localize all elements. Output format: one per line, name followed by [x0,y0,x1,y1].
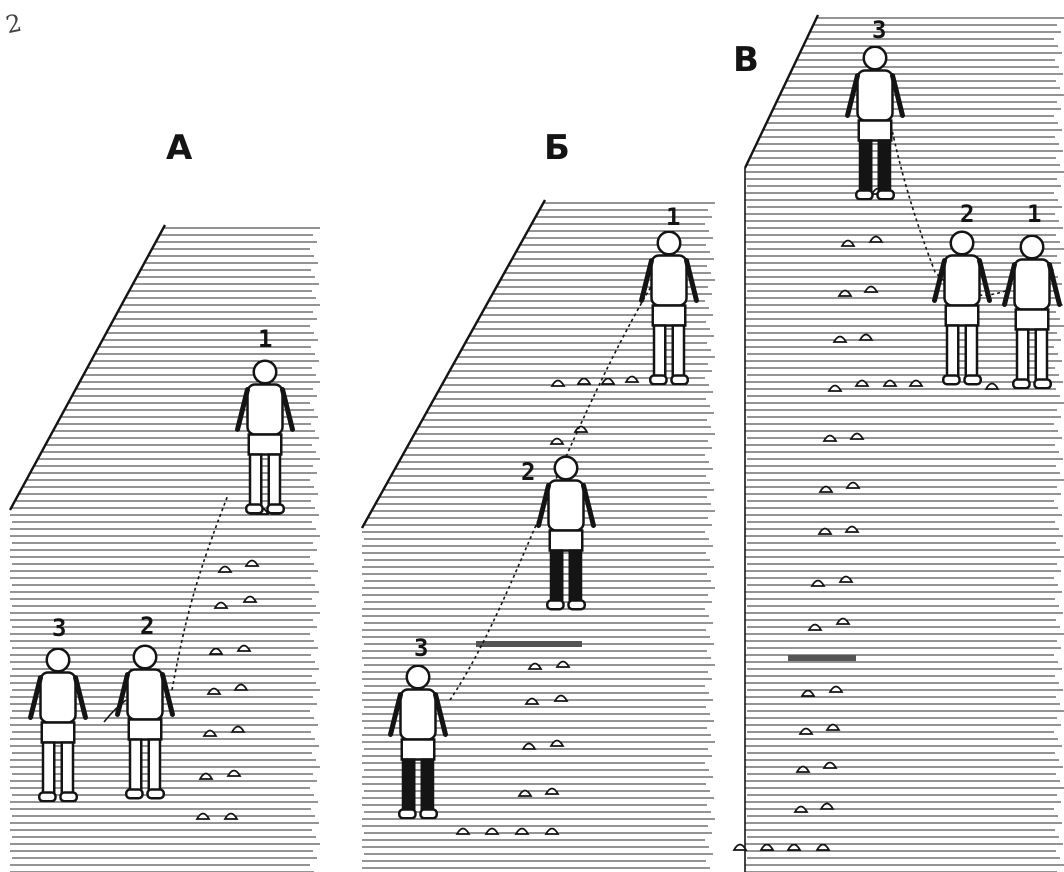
panel-title-a: А [166,128,193,168]
footstep [865,287,877,293]
belay-bar-v [788,655,856,661]
footstep [856,381,868,387]
footstep [860,335,872,341]
belay-bar-b [476,641,582,647]
footstep [847,483,859,489]
footsteps-a [197,509,268,820]
footstep [824,763,836,769]
footstep [800,729,812,735]
climber-number-a-1: 1 [258,325,272,353]
footstep [238,646,250,652]
climber-number-v-2: 2 [960,200,974,228]
footstep [244,597,256,603]
footstep [870,237,882,243]
footstep [215,603,227,609]
footstep [824,436,836,442]
footstep [204,731,216,737]
ridge-line-v [745,15,818,168]
slope-v [745,15,1064,872]
footstep [821,804,833,810]
footstep [232,727,244,733]
footstep [551,741,563,747]
footstep [812,581,824,587]
footstep [986,384,998,390]
footstep [602,379,614,385]
footstep [210,649,222,655]
footstep [846,527,858,533]
climber-number-v-3: 3 [872,16,886,44]
footstep [761,845,773,851]
climber-number-a-2: 2 [140,612,154,640]
footstep [526,699,538,705]
panel-title-b: Б [544,128,571,168]
footstep [626,377,638,383]
footstep [219,567,231,573]
climber-number-b-2: 2 [521,458,535,486]
footstep [834,337,846,343]
footstep [235,685,247,691]
climber-a-1 [238,361,293,514]
footstep [197,814,209,820]
footstep [884,381,896,387]
footstep [546,789,558,795]
footstep [578,379,590,385]
footstep [457,829,469,835]
footstep [551,439,563,445]
footstep [486,829,498,835]
panel-title-v: В [733,40,760,80]
footstep [529,664,541,670]
climber-number-v-1: 1 [1027,200,1041,228]
footstep [840,577,852,583]
footstep [842,241,854,247]
climber-number-b-3: 3 [414,634,428,662]
footstep [555,696,567,702]
footstep [851,434,863,440]
climber-number-a-3: 3 [52,614,66,642]
footstep [557,662,569,668]
footstep [523,744,535,750]
footstep [788,845,800,851]
footstep [802,691,814,697]
slope-a [10,225,320,872]
footstep [552,381,564,387]
footstep [516,829,528,835]
footstep [795,807,807,813]
footstep [228,771,240,777]
footstep [246,561,258,567]
footstep [817,845,829,851]
climber-number-b-1: 1 [666,203,680,231]
footstep [829,386,841,392]
footstep [225,814,237,820]
climber-b-2 [539,457,594,610]
footstep [208,689,220,695]
footstep [910,381,922,387]
footstep [809,625,821,631]
footstep [830,687,842,693]
footstep [837,619,849,625]
footstep [546,829,558,835]
